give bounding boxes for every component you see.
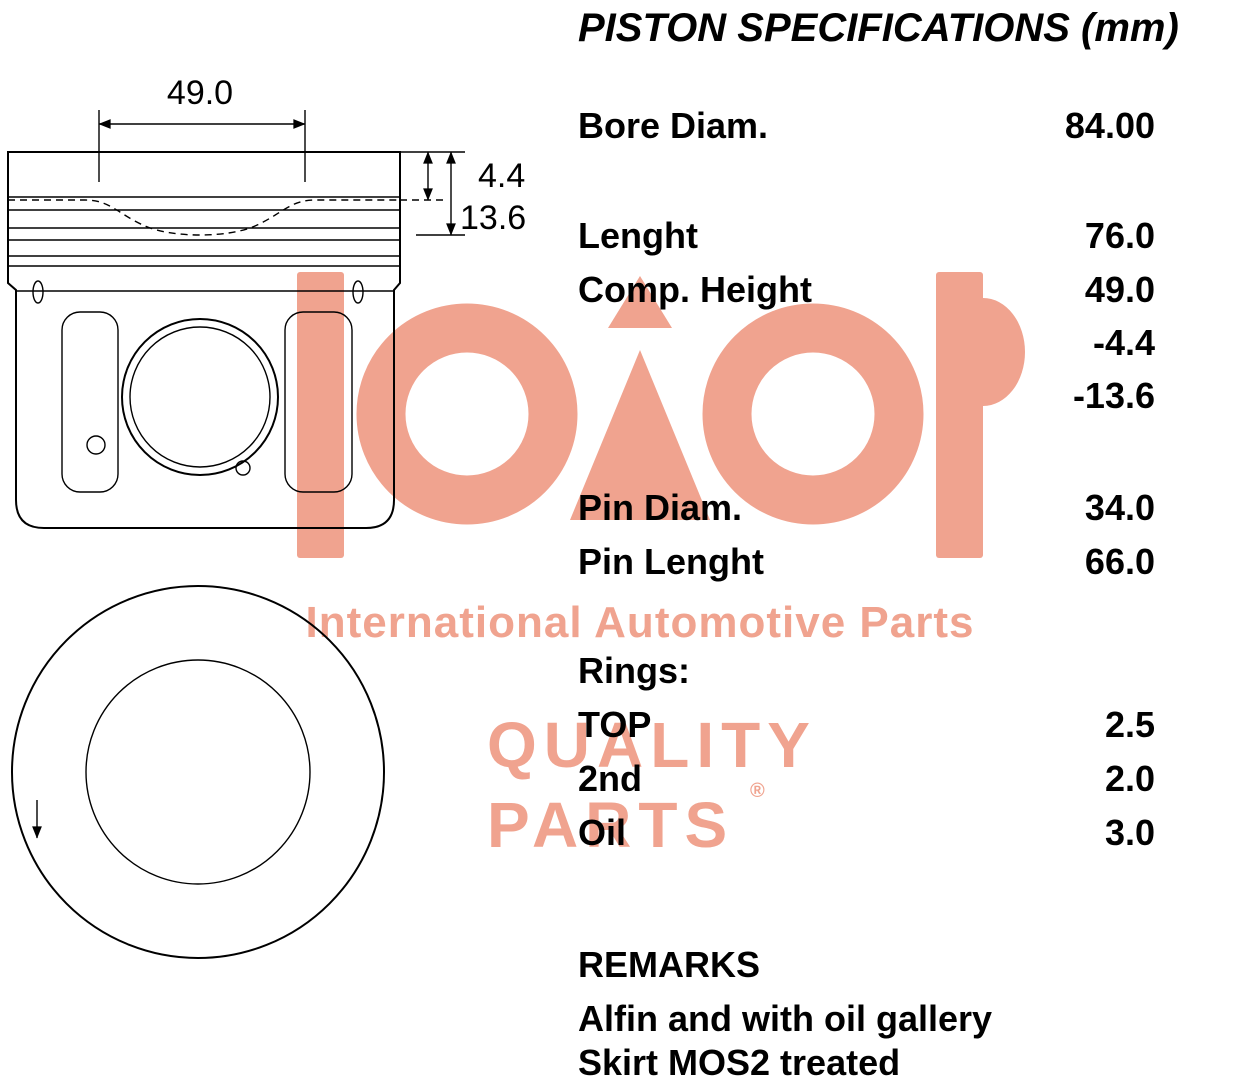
dimension-depth-ring-label: 4.4 xyxy=(478,157,525,195)
piston-inner-circle xyxy=(85,659,311,885)
pin-bore-outer xyxy=(121,318,279,476)
rings-heading: Rings: xyxy=(578,650,690,691)
spec-label: Pin Lenght xyxy=(578,541,764,582)
spec-row-comp-height: Comp. Height 49.0 xyxy=(578,269,1155,310)
spec-row-length: Lenght 76.0 xyxy=(578,215,1155,256)
spec-label: Comp. Height xyxy=(578,269,812,310)
spec-value: 76.0 xyxy=(1084,215,1155,256)
oil-hole xyxy=(86,435,106,455)
spec-label: 2nd xyxy=(578,758,643,799)
ring-row-2nd: 2nd 2.0 xyxy=(578,758,1155,799)
page-title: PISTON SPECIFICATIONS (mm) xyxy=(578,6,1179,50)
spec-label: Bore Diam. xyxy=(578,105,769,146)
spec-row-offset-2: -13.6 xyxy=(578,375,1155,416)
skirt-window-left xyxy=(61,311,119,493)
piston-outer-circle xyxy=(11,585,385,959)
spec-row-bore-diam: Bore Diam. 84.00 xyxy=(578,105,1155,146)
spec-value: 49.0 xyxy=(1084,269,1155,310)
spec-value: 34.0 xyxy=(1084,487,1155,528)
spec-label: Oil xyxy=(578,812,627,853)
piston-diagram: 49.0 4.4 13.6 xyxy=(7,74,526,959)
spec-label: TOP xyxy=(578,704,652,745)
spec-row-pin-length: Pin Lenght 66.0 xyxy=(578,541,1155,582)
dimension-width: 49.0 xyxy=(98,74,306,182)
bowl-hidden-line xyxy=(8,199,400,236)
spec-value: 3.0 xyxy=(1104,812,1155,853)
remarks-line-1: Alfin and with oil gallery xyxy=(578,998,993,1039)
spec-row-pin-diam: Pin Diam. 34.0 xyxy=(578,487,1155,528)
spec-row-offset-1: -4.4 xyxy=(578,322,1155,363)
piston-bottom-view xyxy=(11,585,385,959)
ring-row-oil: Oil 3.0 xyxy=(578,812,1155,853)
spec-label: Lenght xyxy=(578,215,698,256)
spec-label: Pin Diam. xyxy=(578,487,743,528)
spec-value: 2.5 xyxy=(1104,704,1155,745)
dimension-depth-bowl: 13.6 xyxy=(416,151,526,237)
piston-side-view xyxy=(7,151,401,529)
skirt-window-right xyxy=(284,311,353,493)
pin-bore-inner xyxy=(129,326,271,468)
ring-row-top: TOP 2.5 xyxy=(578,704,1155,745)
spec-value: 84.00 xyxy=(1064,105,1155,146)
remarks-heading: REMARKS xyxy=(578,944,761,985)
dimension-width-label: 49.0 xyxy=(167,74,233,112)
spec-value: -13.6 xyxy=(1072,375,1155,416)
remarks-line-2: Skirt MOS2 treated xyxy=(578,1042,901,1080)
dimension-depth-bowl-label: 13.6 xyxy=(460,199,526,237)
spec-value: -4.4 xyxy=(1092,322,1155,363)
spec-value: 66.0 xyxy=(1084,541,1155,582)
spec-value: 2.0 xyxy=(1104,758,1155,799)
spec-panel: PISTON SPECIFICATIONS (mm) Bore Diam. 84… xyxy=(578,0,1179,1080)
dimension-depth-ring: 4.4 xyxy=(400,151,525,201)
